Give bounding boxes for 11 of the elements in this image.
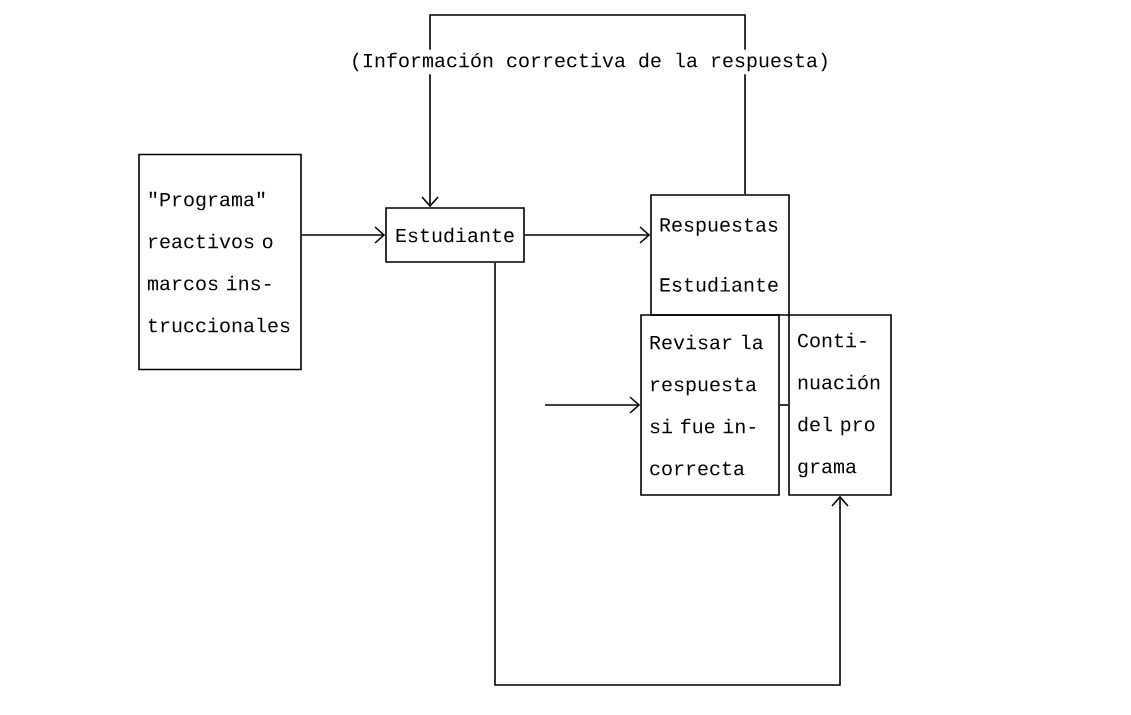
arrow <box>301 226 386 244</box>
process-box: Conti- nuación del pro grama <box>788 314 892 496</box>
process-box: Respuestas Estudiante <box>650 194 790 316</box>
process-box: "Programa" reactivos o marcos ins- truccionales <box>138 153 302 371</box>
arrow <box>421 14 746 208</box>
arrow <box>544 396 641 414</box>
process-box: Revisar la respuesta si fue in- correcta <box>640 314 780 496</box>
edge-label: (Información correctiva de la respuesta) <box>346 49 834 75</box>
arrow <box>524 226 651 244</box>
arrow <box>494 262 849 686</box>
process-box: Estudiante <box>385 207 525 263</box>
